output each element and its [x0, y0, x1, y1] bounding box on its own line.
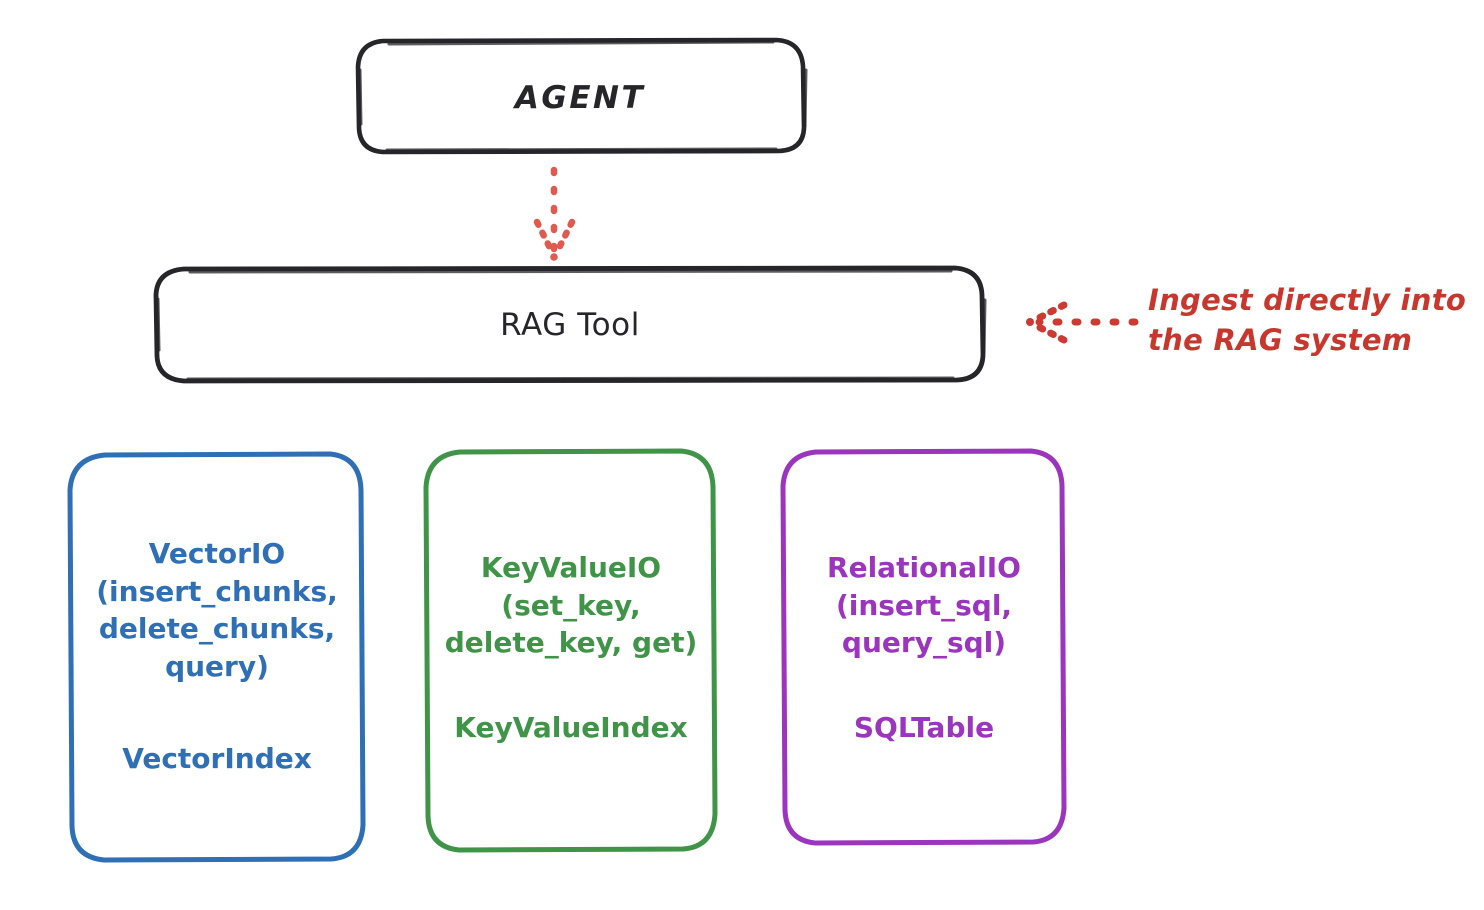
relational-io-node[interactable]	[780, 448, 1067, 846]
relational-io-box-outline	[780, 448, 1067, 846]
rag-tool-box-sketch-overlay	[156, 269, 987, 381]
vector-index-label: VectorIndex	[122, 742, 312, 775]
note-to-rag-arrowhead-top	[1029, 301, 1068, 325]
agent-node[interactable]	[355, 37, 808, 155]
sql-table-label: SQLTable	[853, 711, 995, 744]
agent-to-rag-arrow	[533, 166, 576, 261]
vector-io-api-label: VectorIO (insert_chunks, delete_chunks, …	[96, 537, 338, 683]
relational-io-api-label: RelationalIO (insert_sql, query_sql)	[827, 551, 1021, 660]
key-value-io-node[interactable]	[423, 448, 718, 853]
ingest-annotation-text: Ingest directly into the RAG system	[1148, 283, 1467, 358]
note-to-rag-arrow	[1026, 301, 1139, 344]
agent-to-rag-arrowhead-right	[552, 218, 576, 258]
note-to-rag-arrow-tip	[1026, 318, 1034, 326]
key-value-index-label: KeyValueIndex	[454, 711, 688, 744]
key-value-io-api-label: KeyValueIO (set_key, delete_key, get)	[444, 551, 698, 660]
agent-to-rag-arrowhead-left	[533, 218, 557, 258]
rag-tool-node[interactable]	[153, 265, 987, 384]
agent-to-rag-arrow-tip	[550, 253, 558, 261]
vector-io-node[interactable]	[67, 451, 366, 863]
note-to-rag-arrowhead-bottom	[1029, 320, 1068, 344]
rag-tool-box-outline	[153, 265, 986, 384]
agent-box-sketch-overlay	[358, 40, 808, 152]
key-value-io-box-outline	[423, 448, 718, 853]
vector-io-box-outline	[67, 451, 366, 863]
agent-box-outline	[355, 37, 807, 155]
